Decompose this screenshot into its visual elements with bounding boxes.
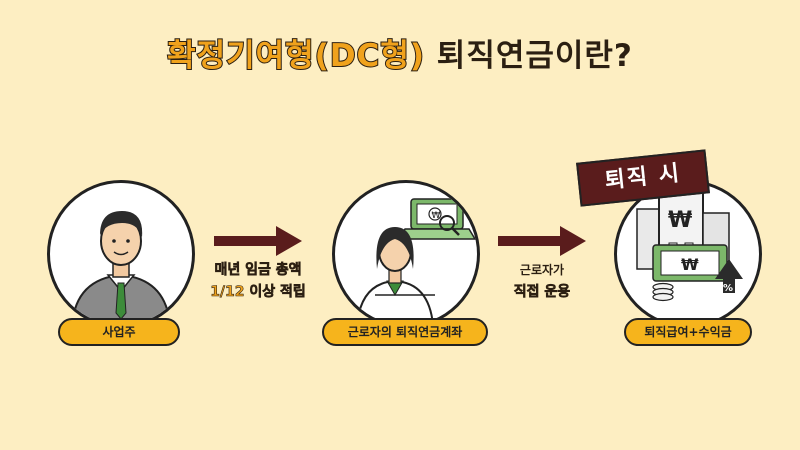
svg-text:%: % — [723, 283, 733, 294]
contribution-line2: 1/12 이상 적립 — [210, 284, 306, 301]
worker-account-circle: ₩ — [332, 180, 480, 328]
page-title: 확정기여형(DC형) 퇴직연금이란? — [0, 30, 800, 75]
contribution-line1: 매년 임금 총액 — [214, 262, 302, 279]
contribution-caption: 매년 임금 총액 1/12 이상 적립 — [190, 259, 326, 303]
title-highlight: 확정기여형(DC형) — [166, 37, 426, 75]
payout-circle: ₩ ₩ % — [614, 180, 762, 328]
svg-text:₩: ₩ — [681, 255, 699, 274]
management-line2: 직접 운용 — [513, 284, 571, 301]
employer-circle — [47, 180, 195, 328]
payout-label: 퇴직급여+수익금 — [624, 318, 752, 346]
employer-label: 사업주 — [58, 318, 180, 346]
management-line1: 근로자가 — [519, 263, 565, 277]
businessman-icon — [70, 211, 172, 325]
worker-account-label: 근로자의 퇴직연금계좌 — [322, 318, 488, 346]
management-caption: 근로자가 직접 운용 — [478, 259, 606, 303]
title-rest: 퇴직연금이란? — [425, 38, 633, 74]
bank-money-icon: ₩ ₩ % — [636, 192, 743, 302]
arrow-right-icon — [214, 226, 302, 256]
svg-text:₩: ₩ — [432, 211, 441, 221]
worker-laptop-icon: ₩ — [355, 198, 477, 325]
arrow-right-icon-2 — [498, 226, 586, 256]
svg-text:₩: ₩ — [668, 208, 692, 233]
